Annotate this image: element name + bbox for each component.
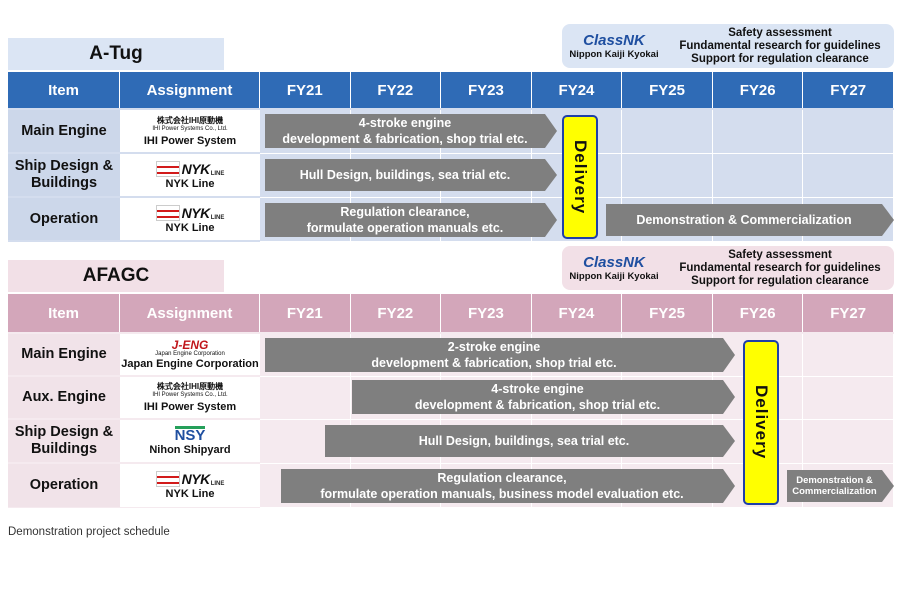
assignment-name: NYK Line (165, 488, 215, 500)
ihi-logo-text: 株式会社IHI原動機 (156, 382, 224, 391)
afagc-row-aux-engine: Aux. Engine (8, 377, 120, 418)
assignment-name: Nihon Shipyard (149, 444, 231, 456)
jeng-logo-sub: Japan Engine Corporation (155, 351, 225, 357)
afagc-assign-ship-design: NSY Nihon Shipyard (120, 420, 260, 462)
afagc-grid-cell (803, 420, 894, 464)
atug-title: A-Tug (8, 38, 224, 70)
afagc-grid-cell (803, 334, 894, 377)
atug-delivery-label: Delivery (571, 139, 590, 215)
atug-header-year-fy23: FY23 (441, 72, 532, 108)
classnk-mark: ClassNK (583, 254, 645, 271)
nyk-logo-text: NYK (181, 160, 211, 177)
nyk-flag-icon (155, 471, 180, 487)
nyk-logo-sub: LINE (210, 170, 225, 177)
assignment-name: Japan Engine Corporation (121, 358, 259, 370)
atug-row-ship-design: Ship Design & Buildings (8, 154, 120, 196)
atug-grid-cell (622, 110, 713, 154)
atug-header-year-fy22: FY22 (351, 72, 442, 108)
atug-classnk-box: ClassNK Nippon Kaiji Kyokai Safety asses… (562, 24, 894, 68)
nyk-logo-text: NYK (181, 204, 211, 221)
afagc-header-year-fy24: FY24 (532, 294, 623, 332)
afagc-delivery-label: Delivery (752, 385, 771, 460)
nyk-logo-sub: LINE (210, 214, 225, 221)
classnk-logo: ClassNK Nippon Kaiji Kyokai (562, 32, 666, 60)
afagc-title: AFAGC (8, 260, 224, 292)
classnk-roles: Safety assessment Fundamental research f… (679, 26, 881, 65)
classnk-logo: ClassNK Nippon Kaiji Kyokai (562, 254, 666, 282)
atug-bar-operation: Regulation clearance, formulate operatio… (265, 203, 557, 237)
afagc-grid-cell (260, 377, 351, 420)
atug-bar-ship-design: Hull Design, buildings, sea trial etc. (265, 159, 557, 191)
atug-header-item: Item (8, 72, 120, 108)
afagc-header-year-fy22: FY22 (351, 294, 442, 332)
atug-bar-demonstration: Demonstration & Commercialization (606, 204, 894, 236)
ihi-logo-sub: IHI Power Systems Co., Ltd. (152, 392, 228, 398)
atug-grid-cell (622, 154, 713, 198)
afagc-header-year-fy23: FY23 (441, 294, 532, 332)
afagc-header-row (8, 294, 894, 332)
atug-header-year-fy25: FY25 (622, 72, 713, 108)
atug-bar-main-engine: 4-stroke engine development & fabricatio… (265, 114, 557, 148)
afagc-bar-main-engine: 2-stroke engine development & fabricatio… (265, 338, 735, 372)
afagc-delivery-marker: Delivery (743, 340, 779, 505)
afagc-header-year-fy21: FY21 (260, 294, 351, 332)
afagc-classnk-box: ClassNK Nippon Kaiji Kyokai Safety asses… (562, 246, 894, 290)
classnk-org: Nippon Kaiji Kyokai (569, 271, 659, 282)
nyk-logo-text: NYK (181, 471, 211, 487)
atug-grid-cell (803, 110, 894, 154)
atug-grid-cell (803, 154, 894, 198)
atug-row-operation: Operation (8, 198, 120, 240)
jeng-logo-text: J-ENG (171, 338, 209, 352)
assignment-name: IHI Power System (143, 134, 237, 147)
afagc-header-year-fy27: FY27 (803, 294, 894, 332)
ihi-logo-sub: IHI Power Systems Co., Ltd. (152, 125, 228, 132)
assignment-name: NYK Line (165, 177, 215, 190)
nsy-logo: NSY (174, 426, 206, 444)
classnk-org: Nippon Kaiji Kyokai (569, 49, 659, 60)
afagc-bar-demonstration: Demonstration & Commercialization (787, 470, 894, 502)
afagc-bar-aux-engine: 4-stroke engine development & fabricatio… (352, 380, 735, 414)
assignment-name: NYK Line (165, 221, 215, 234)
atug-grid-cell (712, 154, 804, 198)
afagc-header-assignment: Assignment (120, 294, 260, 332)
atug-header-year-fy26: FY26 (713, 72, 804, 108)
afagc-bar-operation: Regulation clearance, formulate operatio… (281, 469, 735, 503)
atug-header-assignment: Assignment (120, 72, 260, 108)
atug-header-row (8, 72, 894, 108)
afagc-row-main-engine: Main Engine (8, 334, 120, 375)
nyk-logo-sub: LINE (210, 481, 225, 487)
afagc-grid-cell (803, 377, 894, 420)
atug-grid-cell (712, 110, 804, 154)
afagc-bar-ship-design: Hull Design, buildings, sea trial etc. (325, 425, 735, 457)
afagc-row-ship-design: Ship Design & Buildings (8, 420, 120, 462)
atug-row-main-engine: Main Engine (8, 110, 120, 152)
atug-delivery-marker: Delivery (562, 115, 598, 239)
atug-header-year-fy27: FY27 (803, 72, 894, 108)
nyk-flag-icon (155, 204, 180, 221)
classnk-mark: ClassNK (583, 32, 645, 49)
assignment-name: IHI Power System (143, 401, 237, 413)
afagc-row-operation: Operation (8, 464, 120, 507)
afagc-header-year-fy26: FY26 (713, 294, 804, 332)
atug-header-year-fy21: FY21 (260, 72, 351, 108)
nyk-flag-icon (155, 160, 180, 177)
classnk-roles: Safety assessment Fundamental research f… (679, 248, 881, 287)
afagc-header-item: Item (8, 294, 120, 332)
ihi-logo-text: 株式会社IHI原動機 (156, 115, 224, 125)
caption: Demonstration project schedule (8, 526, 170, 538)
atug-header-year-fy24: FY24 (532, 72, 623, 108)
afagc-header-year-fy25: FY25 (622, 294, 713, 332)
